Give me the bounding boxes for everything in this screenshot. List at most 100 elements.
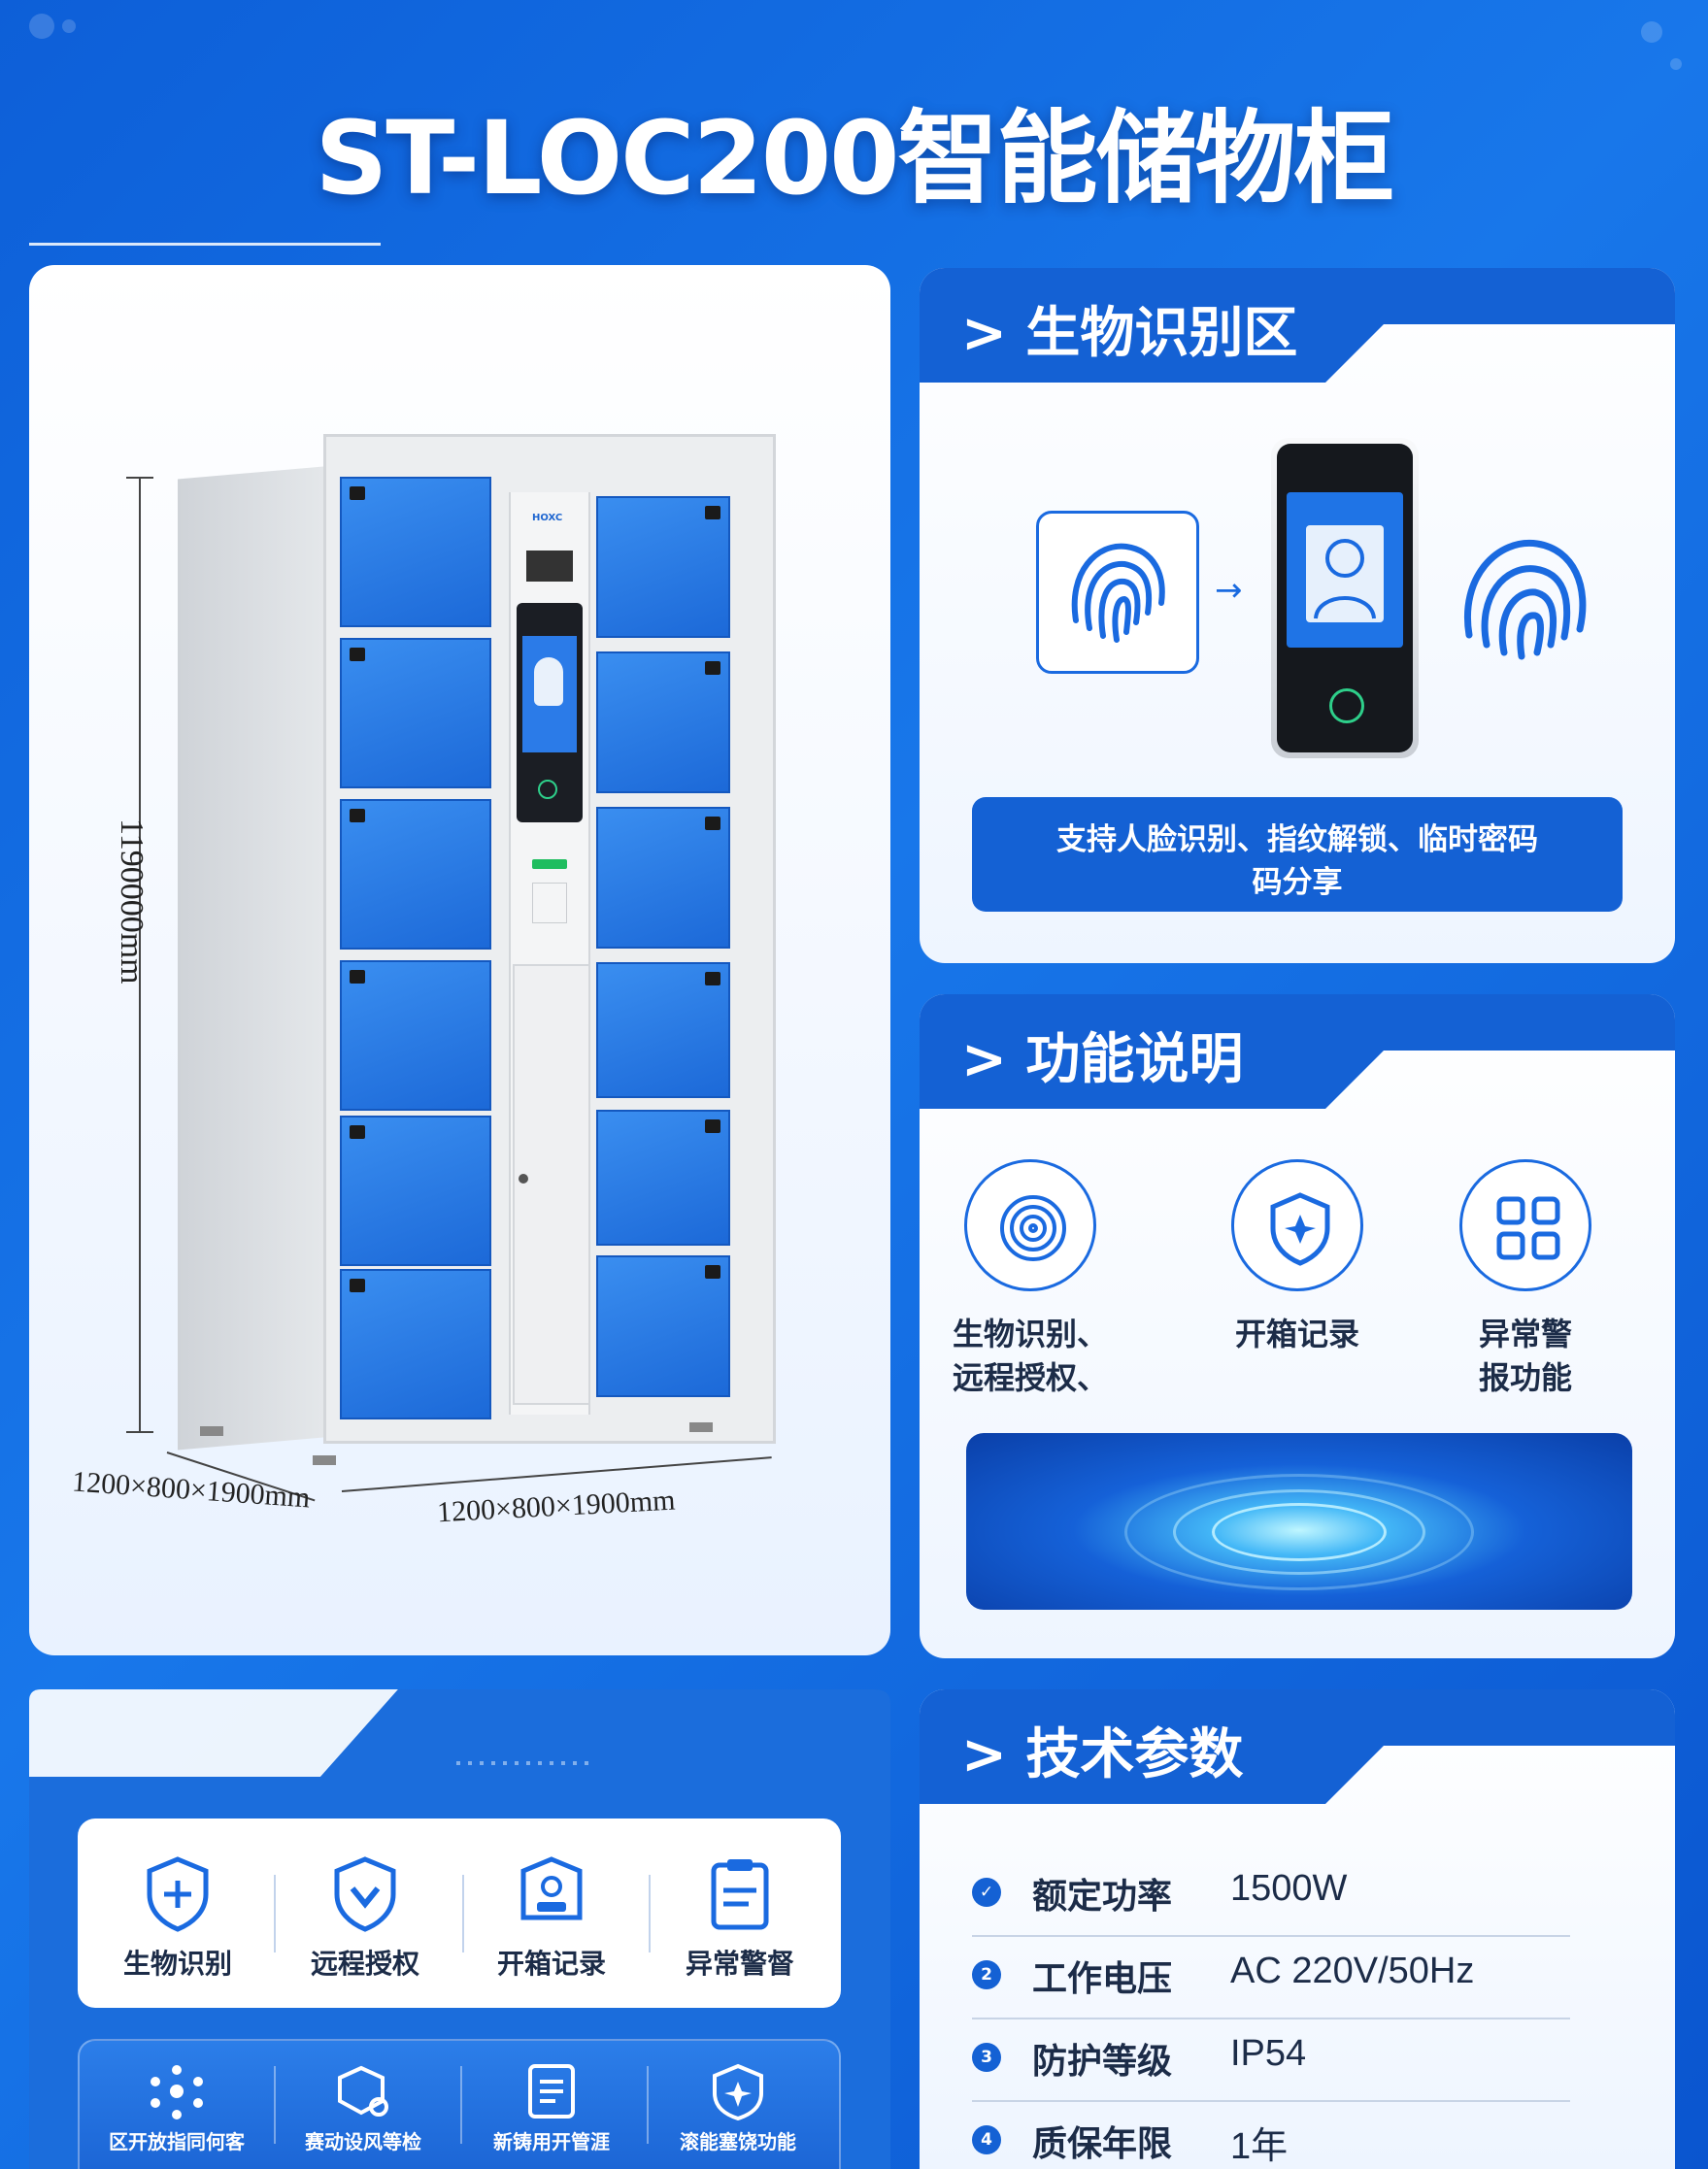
param-row: 2 工作电压 AC 220V/50Hz <box>972 1937 1570 2019</box>
divider <box>647 2066 649 2144</box>
feature-item[interactable]: 赛动设风等检 <box>276 2062 451 2154</box>
document-icon <box>528 2064 575 2119</box>
title-rule <box>29 243 381 246</box>
feature-item[interactable]: 新铸用开管涯 <box>464 2062 639 2154</box>
section-title-text: 功能说明 <box>1025 1028 1244 1091</box>
panel-header: > 生物识别区 <box>920 268 1675 384</box>
locker-door[interactable] <box>596 807 730 949</box>
param-name: 额定功率 <box>1032 1877 1173 1917</box>
width-dimension-line <box>341 1456 772 1492</box>
section-title: > 技术参数 <box>961 1723 1244 1786</box>
param-value: 1年 <box>1230 2126 1289 2167</box>
bg-dot <box>29 14 54 39</box>
locker-door[interactable] <box>340 638 491 788</box>
bg-dot <box>1670 58 1682 70</box>
check-shield-icon <box>334 1856 396 1932</box>
check-icon: ✓ <box>972 1878 1001 1907</box>
section-title-text: 生物识别区 <box>1025 302 1298 365</box>
param-value: AC 220V/50Hz <box>1230 1951 1475 1991</box>
locker-door[interactable] <box>596 1255 730 1397</box>
feature-item[interactable]: 异常警督 <box>653 1855 827 1982</box>
shield-star-icon <box>713 2063 763 2120</box>
divider <box>274 2066 276 2144</box>
divider <box>649 1875 651 1952</box>
panel-header: > 功能说明 <box>920 994 1675 1111</box>
fingerprint-icon <box>1452 528 1597 678</box>
feature-label: 区开放指同何客 <box>109 2130 245 2153</box>
section-title: > 生物识别区 <box>961 302 1298 365</box>
locker-door[interactable] <box>596 496 730 638</box>
hologram-ring <box>1124 1474 1474 1590</box>
param-row: 4 质保年限 1年 <box>972 2102 1570 2169</box>
fingerprint-sensor <box>1329 688 1364 723</box>
section-title: > 功能说明 <box>961 1028 1244 1091</box>
locker-door[interactable] <box>340 799 491 950</box>
shield-icon <box>1231 1159 1363 1291</box>
face-recognition-device <box>1271 438 1419 758</box>
cabinet-foot <box>689 1422 713 1432</box>
divider <box>274 1875 276 1952</box>
header-banner <box>920 268 1675 383</box>
scan-indicator <box>532 859 567 869</box>
fingerprint-sensor[interactable] <box>538 780 557 799</box>
number-badge: 4 <box>972 2125 1001 2154</box>
height-dimension-tick <box>126 477 153 479</box>
param-name: 质保年限 <box>1032 2124 1173 2164</box>
fingerprint-icon <box>964 1159 1096 1291</box>
feature-item[interactable]: 滚能塞饶功能 <box>651 2062 825 2154</box>
param-name: 工作电压 <box>1032 1959 1173 1999</box>
page-title: ST-LOC200智能储物柜 <box>315 99 1394 217</box>
keypad[interactable] <box>532 883 567 923</box>
height-dimension-line <box>139 477 141 1433</box>
divider <box>462 1875 464 1952</box>
feature-item[interactable]: 生物识别 <box>90 1855 265 1982</box>
locker-door[interactable] <box>596 962 730 1098</box>
status-display <box>526 551 573 582</box>
param-value: IP54 <box>1230 2033 1307 2074</box>
feature-label: 生物识别 <box>122 1948 232 1980</box>
clipboard-icon <box>711 1859 769 1930</box>
arrow-icon: → <box>1215 571 1243 610</box>
locker-door[interactable] <box>340 1116 491 1266</box>
cabinet-side <box>178 466 323 1451</box>
param-name: 防护等级 <box>1032 2042 1173 2082</box>
bg-dot <box>62 19 76 33</box>
number-badge: 2 <box>972 1960 1001 1989</box>
feature-item[interactable]: 开箱记录 <box>464 1855 639 1982</box>
panel-header: > 技术参数 <box>920 1689 1675 1806</box>
cabinet-foot <box>200 1426 223 1436</box>
lock-icon[interactable] <box>519 1174 528 1184</box>
feature-card: 区开放指同何客 赛动设风等检 新铸用开管涯 滚能塞饶功能 <box>78 2039 841 2169</box>
feature-item[interactable]: 远程授权 <box>278 1855 452 1982</box>
box-gear-icon <box>338 2065 388 2117</box>
grid-icon <box>1459 1159 1591 1291</box>
function-panel: > 功能说明 生物识别、远程授权、 开箱记录 <box>920 994 1675 1658</box>
bio-caption: 支持人脸识别、指纹解锁、临时密码码分享 <box>972 797 1623 912</box>
height-dimension-tick <box>126 1431 153 1433</box>
height-dimension-label: 1190000mm <box>114 818 150 984</box>
function-label: 异常警报功能 <box>1478 1316 1572 1396</box>
locker-door[interactable] <box>340 1269 491 1419</box>
biometric-panel: > 生物识别区 → <box>920 268 1675 963</box>
face-icon <box>1306 525 1384 622</box>
locker-door[interactable] <box>596 651 730 793</box>
locker-door[interactable] <box>340 477 491 627</box>
section-title-text: 技术参数 <box>1025 1723 1244 1786</box>
locker-door[interactable] <box>596 1110 730 1246</box>
header-banner <box>920 1689 1675 1804</box>
feature-label: 新铸用开管涯 <box>493 2130 610 2153</box>
function-item: 生物识别、远程授权、 <box>933 1159 1127 1400</box>
feature-item[interactable]: 区开放指同何客 <box>89 2062 264 2154</box>
cabinet-panel: 1190000mm 1200×800×1900mm 1200×800×1900m… <box>29 265 890 1655</box>
feature-label: 滚能塞饶功能 <box>680 2130 796 2153</box>
brand-logo: HOXC <box>532 513 563 523</box>
param-value: 1500W <box>1230 1868 1348 1909</box>
feature-label: 赛动设风等检 <box>305 2130 421 2153</box>
params-panel: > 技术参数 ✓ 额定功率 1500W 2 工作电压 AC 220V/50Hz … <box>920 1689 1675 2169</box>
feature-card: 生物识别 远程授权 开箱记录 异常警督 <box>78 1819 841 2008</box>
tech-hologram-banner <box>966 1433 1632 1610</box>
user-badge-icon <box>520 1856 583 1920</box>
locker-door[interactable] <box>340 960 491 1111</box>
center-storage-door[interactable] <box>513 964 590 1405</box>
cabinet-foot <box>313 1455 336 1465</box>
